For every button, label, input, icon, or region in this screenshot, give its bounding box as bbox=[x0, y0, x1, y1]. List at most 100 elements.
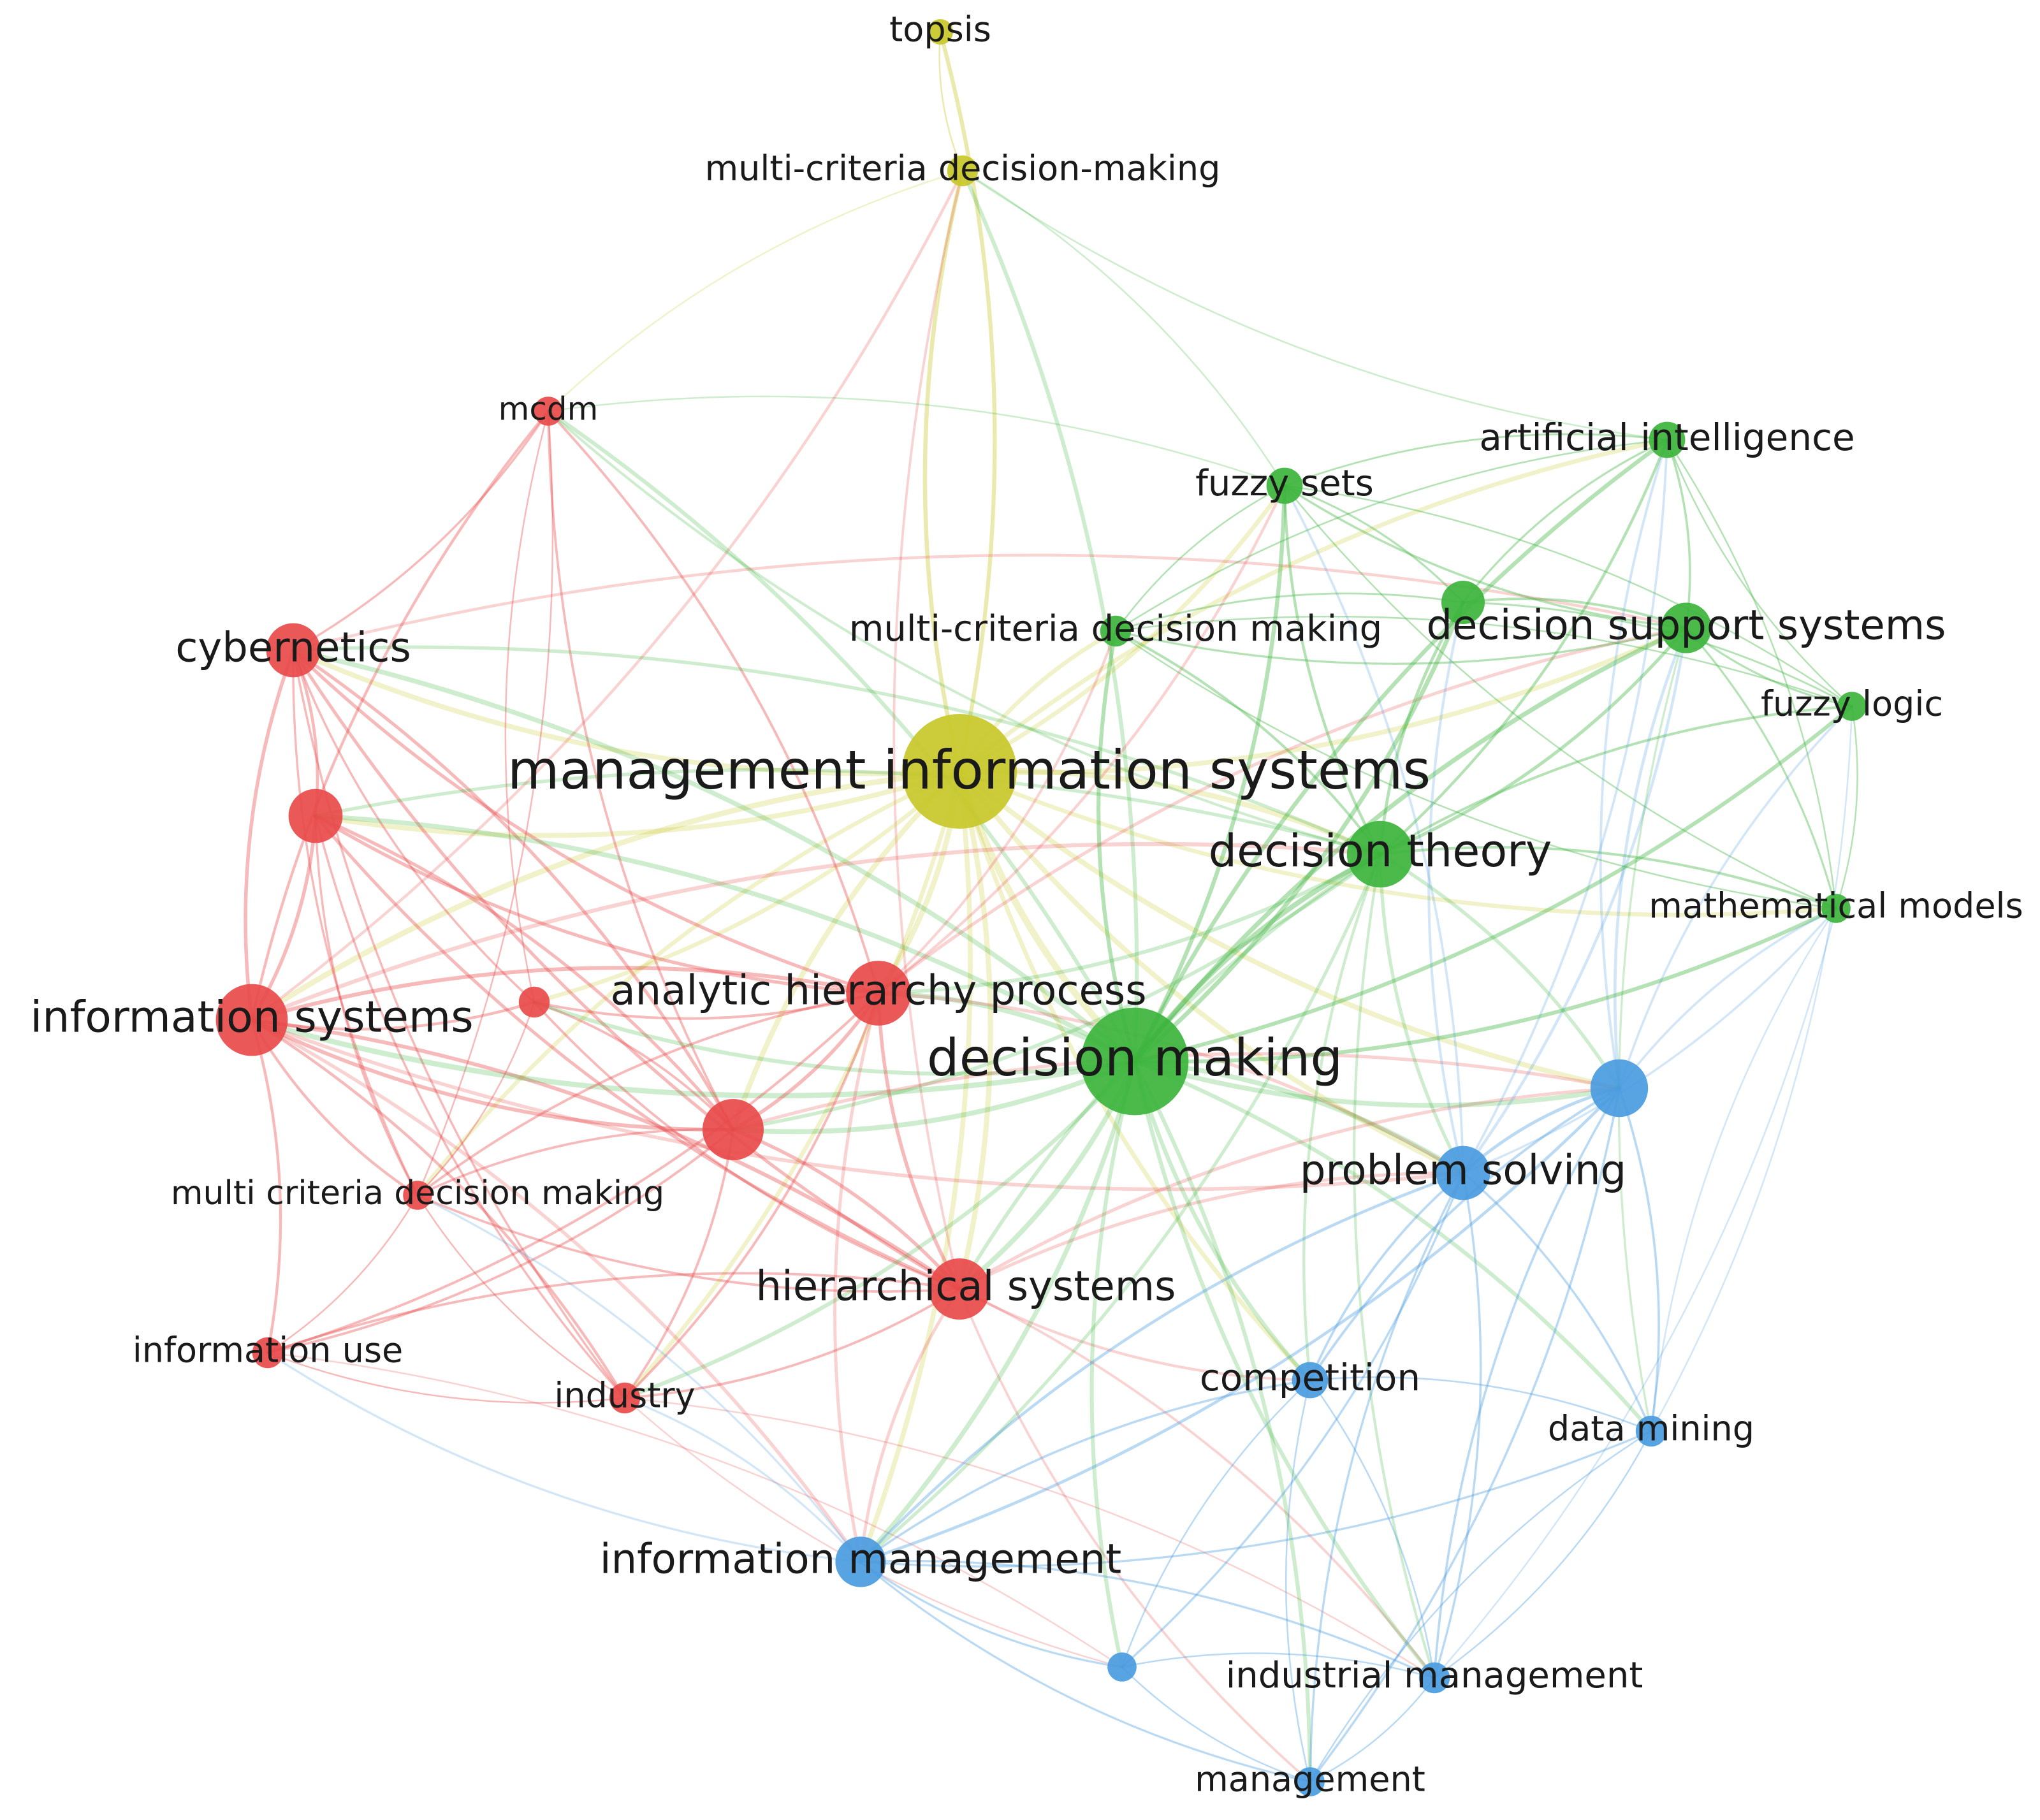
edge-fuzzy_sets-decision_theory bbox=[1283, 484, 1382, 856]
node-management[interactable] bbox=[1295, 1767, 1325, 1796]
edge-green_unlabeled_1-dss bbox=[1462, 597, 1687, 629]
edge-decision_making-industrial_management bbox=[1132, 1059, 1437, 1680]
edge-artificial_intelligence-decision_making bbox=[1132, 437, 1670, 1064]
label-information-systems: information systems bbox=[30, 993, 473, 1043]
edge-red_unlabeled_2-ahp bbox=[532, 991, 880, 1020]
edge-mcdm-decision_theory bbox=[546, 409, 1382, 856]
node-mis[interactable] bbox=[902, 714, 1017, 829]
node-hierarchical-systems[interactable] bbox=[929, 1258, 990, 1320]
node-decision-making[interactable] bbox=[1081, 1007, 1189, 1116]
edge-decision_making-management bbox=[1132, 1059, 1313, 1784]
node-information-management[interactable] bbox=[835, 1536, 886, 1587]
edge-information_use-information_management bbox=[266, 1351, 862, 1563]
node-ahp[interactable] bbox=[846, 961, 911, 1026]
node-data-mining[interactable] bbox=[1635, 1415, 1667, 1447]
label-information-management: information management bbox=[600, 1536, 1121, 1583]
edge-information_systems-decision_theory bbox=[249, 841, 1383, 1023]
edge-mis-multi_criteria_dm_red bbox=[415, 769, 962, 1198]
edge-ahp-fuzzy_sets bbox=[877, 484, 1286, 995]
edge-fuzzy_sets-dss bbox=[1283, 484, 1687, 629]
edge-mcdm_hyphen-hierarchical_systems bbox=[892, 170, 964, 1290]
edge-fuzzy_sets-artificial_intelligence bbox=[1283, 433, 1668, 487]
node-multi-criteria-dm-red[interactable] bbox=[403, 1181, 432, 1210]
edge-hierarchical_systems-information_use bbox=[266, 1272, 961, 1354]
edge-ahp-information_use bbox=[266, 991, 880, 1355]
edge-mcdm-decision_making bbox=[546, 409, 1137, 1064]
edge-fuzzy_logic-data_mining bbox=[1650, 705, 1853, 1432]
edge-decision_theory-industrial_management bbox=[1353, 852, 1436, 1680]
node-red-unlabeled-1[interactable] bbox=[288, 789, 343, 843]
node-artificial-intelligence[interactable] bbox=[1649, 421, 1686, 458]
edge-blue_unlabeled_1-information_management bbox=[859, 1086, 1621, 1564]
edge-cybernetics-red_unlabeled_3 bbox=[291, 648, 735, 1132]
edge-mcdm-information_systems bbox=[250, 409, 550, 1022]
node-mathematical-models[interactable] bbox=[1821, 894, 1851, 923]
edge-information_systems-red_unlabeled_3 bbox=[250, 1018, 735, 1132]
edge-industry-information_management bbox=[623, 1397, 862, 1563]
edge-artificial_intelligence-decision_theory bbox=[1378, 438, 1669, 856]
edge-red_unlabeled_1-industry bbox=[314, 815, 626, 1399]
edge-red_unlabeled_2-red_unlabeled_3 bbox=[533, 1001, 734, 1131]
label-data-mining: data mining bbox=[1548, 1409, 1754, 1449]
edge-artificial_intelligence-blue_unlabeled_1 bbox=[1599, 439, 1668, 1089]
node-red-unlabeled-3[interactable] bbox=[703, 1099, 764, 1160]
node-green-unlabeled-1[interactable] bbox=[1441, 581, 1485, 624]
node-competition[interactable] bbox=[1292, 1362, 1329, 1399]
edge-fuzzy_logic-decision_making bbox=[1132, 704, 1854, 1064]
node-industrial-management[interactable] bbox=[1418, 1662, 1450, 1694]
edge-green_unlabeled_1-problem_solving bbox=[1427, 601, 1465, 1175]
node-dss[interactable] bbox=[1661, 602, 1712, 653]
edge-artificial_intelligence-fuzzy_logic bbox=[1666, 439, 1853, 708]
edge-information_systems-information_use bbox=[250, 1018, 282, 1355]
label-fuzzy-sets: fuzzy sets bbox=[1195, 463, 1374, 504]
node-red-unlabeled-2[interactable] bbox=[518, 986, 550, 1018]
node-topsis[interactable] bbox=[928, 19, 953, 45]
edge-mis-red_unlabeled_2 bbox=[532, 769, 962, 1005]
node-mcdm[interactable] bbox=[534, 397, 563, 426]
label-mcdm: mcdm bbox=[499, 391, 599, 428]
node-mcdm-hyphen[interactable] bbox=[947, 155, 979, 187]
edge-multi_criteria_dm_red-industry bbox=[416, 1194, 626, 1399]
node-cybernetics[interactable] bbox=[266, 623, 321, 678]
edge-industry-industrial_management bbox=[623, 1397, 1436, 1679]
edge-ahp-multi_criteria_dm_red bbox=[416, 992, 880, 1197]
edge-information_management-blue_unlabeled_2 bbox=[859, 1561, 1123, 1668]
node-multi-criteria-dm-green[interactable] bbox=[1100, 615, 1132, 647]
edge-cybernetics-ahp bbox=[291, 648, 880, 995]
edge-mcdm-red_unlabeled_3 bbox=[547, 410, 734, 1131]
label-competition: competition bbox=[1200, 1356, 1420, 1399]
node-decision-theory[interactable] bbox=[1346, 820, 1414, 888]
edge-multi_criteria_dm_green-decision_theory bbox=[1114, 629, 1382, 856]
edge-topsis-mis bbox=[938, 29, 997, 774]
node-information-systems[interactable] bbox=[215, 984, 288, 1056]
edge-competition-data_mining bbox=[1309, 1376, 1652, 1432]
edges-layer bbox=[244, 29, 1858, 1784]
edge-problem_solving-information_management bbox=[859, 1171, 1465, 1564]
edge-mcdm-red_unlabeled_2 bbox=[504, 410, 550, 1003]
node-fuzzy-logic[interactable] bbox=[1837, 692, 1867, 721]
edge-decision_theory-information_management bbox=[859, 852, 1382, 1564]
edge-information_use-industry bbox=[266, 1351, 626, 1404]
node-industry[interactable] bbox=[609, 1382, 641, 1414]
edge-industry-decision_making bbox=[622, 1059, 1137, 1401]
edge-ahp-multi_criteria_dm_green bbox=[877, 629, 1118, 995]
edge-multi_criteria_dm_red-information_use bbox=[266, 1194, 419, 1354]
edge-cybernetics-information_systems bbox=[244, 648, 295, 1022]
node-blue-unlabeled-2[interactable] bbox=[1107, 1652, 1137, 1682]
edge-dss-problem_solving bbox=[1461, 626, 1688, 1175]
edge-information_systems-ahp bbox=[249, 966, 881, 1023]
node-problem-solving[interactable] bbox=[1436, 1146, 1490, 1200]
node-blue-unlabeled-1[interactable] bbox=[1590, 1059, 1649, 1117]
edge-competition-management bbox=[1285, 1379, 1311, 1783]
edge-ahp-information_management bbox=[833, 991, 880, 1564]
edge-mathematical_models-data_mining bbox=[1650, 907, 1837, 1432]
edge-mcdm-cybernetics bbox=[292, 410, 550, 652]
node-fuzzy-sets[interactable] bbox=[1266, 467, 1303, 504]
edge-decision_making-information_management bbox=[858, 1059, 1137, 1564]
edge-blue_unlabeled_2-industrial_management bbox=[1121, 1652, 1436, 1679]
edge-mis-problem_solving bbox=[957, 769, 1466, 1176]
edge-blue_unlabeled_1-competition bbox=[1309, 1087, 1621, 1381]
edge-mcdm-fuzzy_sets bbox=[547, 395, 1286, 487]
node-information-use[interactable] bbox=[252, 1337, 284, 1369]
edge-mis-red_unlabeled_1 bbox=[313, 769, 962, 838]
